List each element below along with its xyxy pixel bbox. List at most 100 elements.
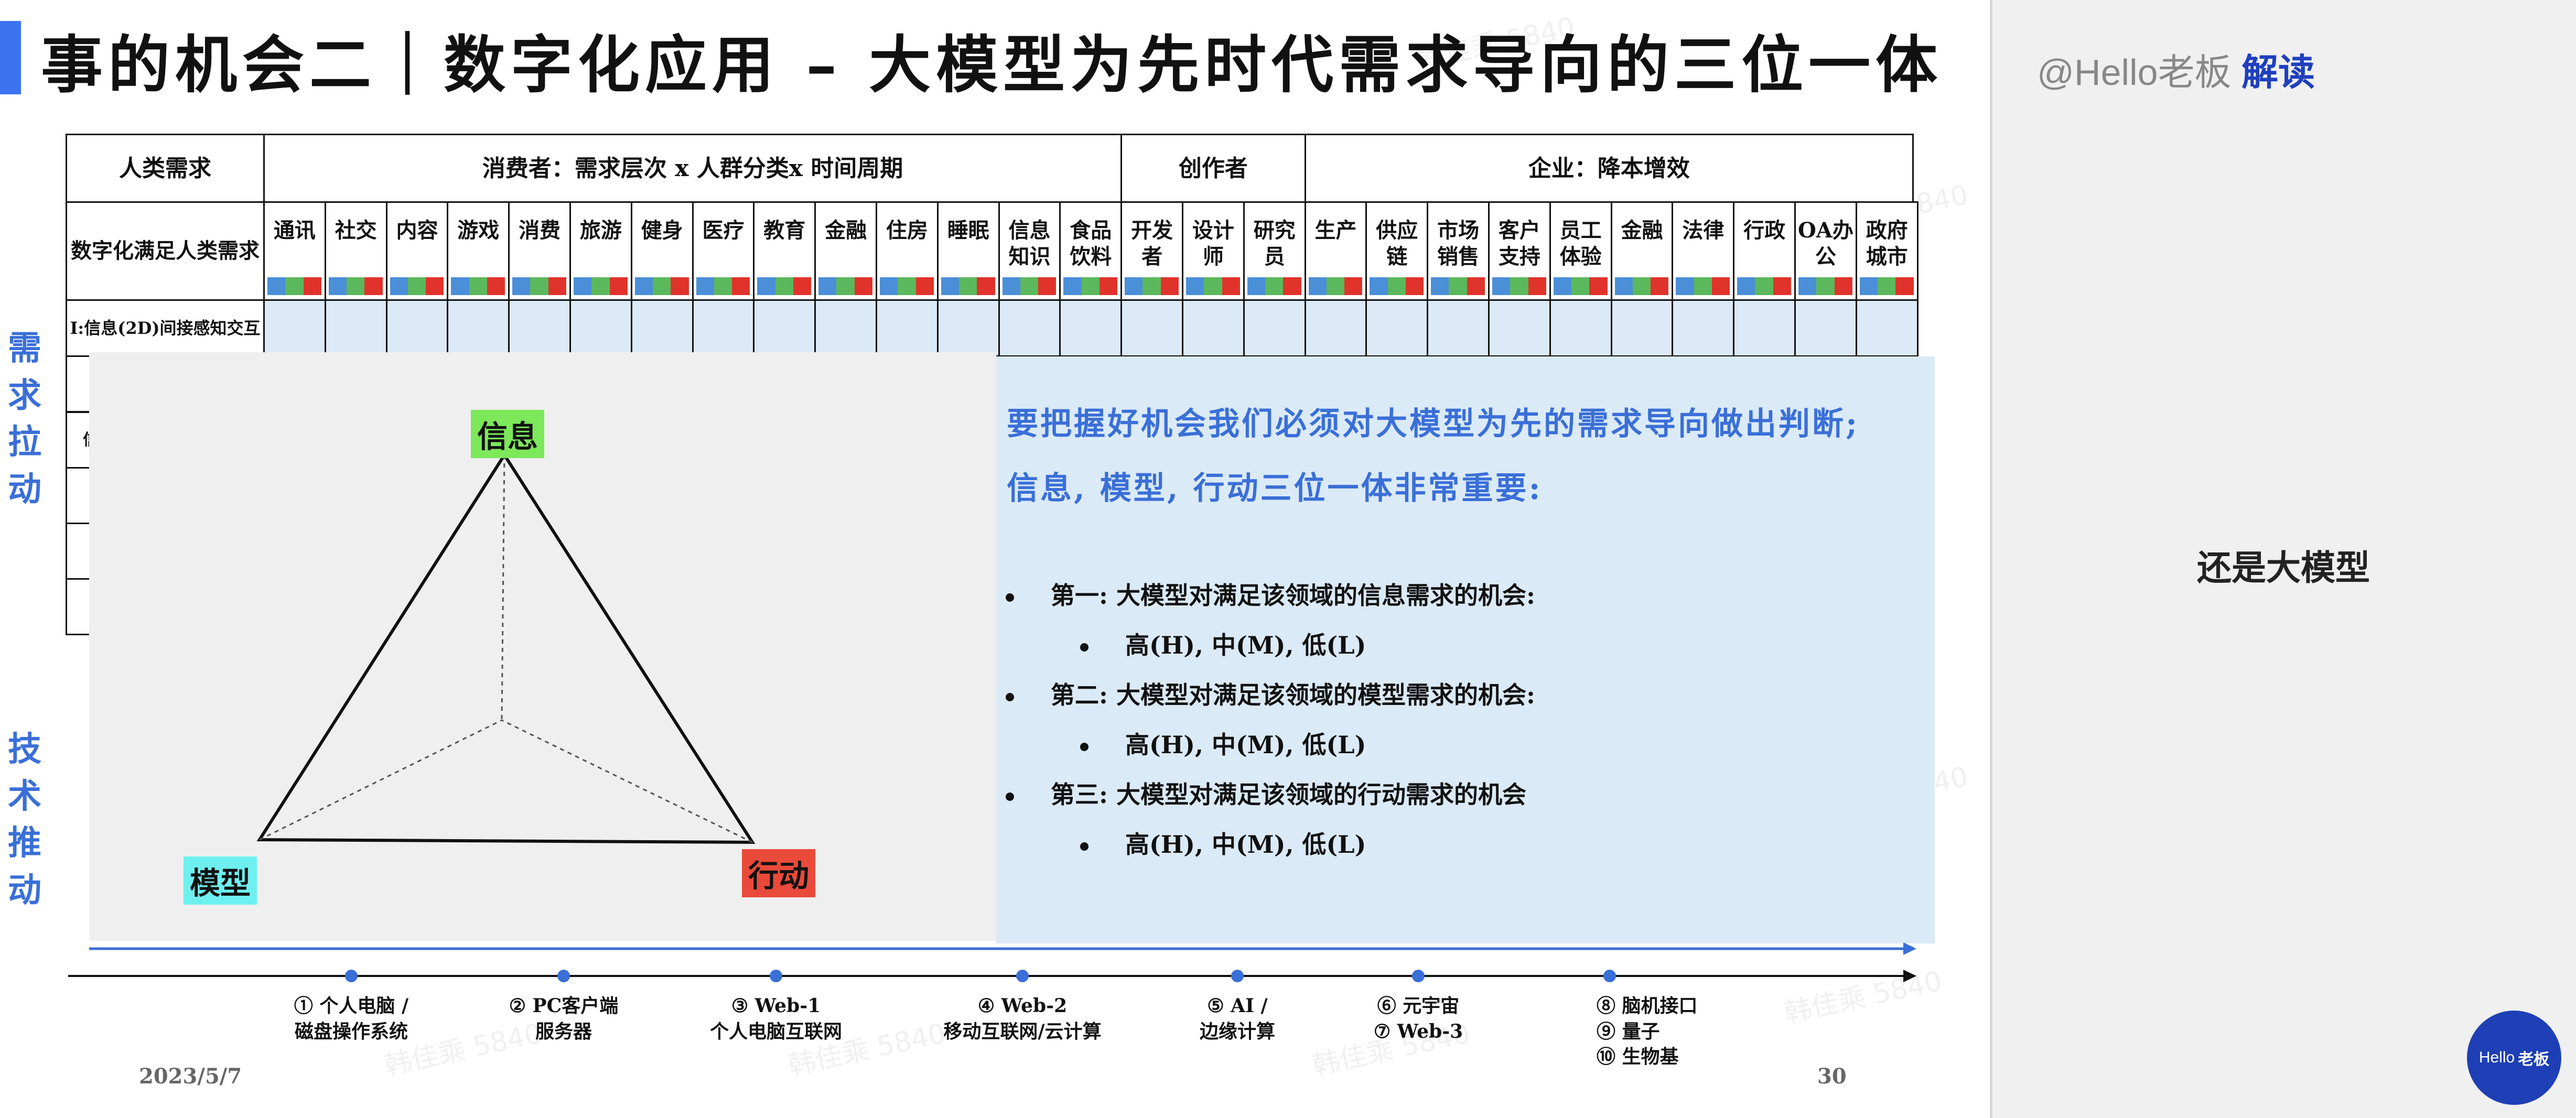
- color-segment: [1265, 277, 1284, 295]
- color-segment: [591, 277, 610, 295]
- timeline-dot: [770, 970, 782, 982]
- table-cell: [569, 299, 632, 357]
- column-color-bar: [512, 277, 566, 295]
- color-segment: [1755, 277, 1773, 295]
- color-segment: [347, 277, 365, 295]
- row-header-digital: 数字化满足人类需求: [66, 201, 265, 301]
- color-segment: [1528, 277, 1546, 295]
- color-segment: [1143, 277, 1161, 295]
- timeline-label: ② PC客户端服务器: [475, 993, 653, 1044]
- color-segment: [609, 277, 628, 295]
- color-segment: [1405, 277, 1424, 295]
- bullet-item-2: 第二: 大模型对满足该领域的模型需求的机会:: [1006, 676, 1535, 711]
- color-segment: [1344, 277, 1363, 295]
- color-segment: [1160, 277, 1179, 295]
- color-segment: [1492, 277, 1511, 295]
- color-segment: [714, 277, 732, 295]
- color-segment: [303, 277, 321, 295]
- timeline-label-line: ④ Web-2: [977, 995, 1068, 1017]
- column-color-bar: [1247, 277, 1301, 295]
- timeline-label-line: ⑨ 量子: [1597, 1020, 1660, 1043]
- timeline-dot: [1016, 970, 1029, 982]
- bullet-dot: [1080, 842, 1088, 851]
- color-segment: [1125, 277, 1143, 295]
- timeline-label: ⑤ AI /边缘计算: [1148, 993, 1327, 1044]
- table-cell: [876, 299, 939, 357]
- timeline-dot: [557, 970, 570, 982]
- color-segment: [836, 277, 855, 295]
- timeline-label-line: ⑥ 元宇宙: [1377, 995, 1460, 1017]
- timeline-label-line: ③ Web-1: [731, 995, 821, 1017]
- column-color-bar: [696, 277, 750, 295]
- bullet-sub-1: 高(H), 中(M), 低(L): [1080, 626, 1366, 661]
- column-color-bar: [1186, 277, 1240, 295]
- color-segment: [1632, 277, 1651, 295]
- color-segment: [696, 277, 714, 295]
- table-cell: [936, 299, 1000, 357]
- slide-title: 事的机会二｜数字化应用 – 大模型为先时代需求导向的三位一体: [41, 28, 1943, 101]
- color-segment: [1222, 277, 1240, 295]
- bullet-sub-3: 高(H), 中(M), 低(L): [1080, 826, 1366, 860]
- timeline-label-line: 磁盘操作系统: [294, 1020, 408, 1043]
- column-color-bar: [1614, 277, 1669, 295]
- table-cell: [1304, 299, 1367, 357]
- bullet-sub-2: 高(H), 中(M), 低(L): [1080, 726, 1366, 761]
- panel-line-2: 信息, 模型, 行动三位一体非常重要:: [1007, 470, 1543, 507]
- table-cell: [1733, 299, 1796, 357]
- color-segment: [407, 277, 426, 295]
- timeline-label-line: 移动互联网/云计算: [943, 1020, 1102, 1043]
- column-color-bar: [267, 277, 321, 295]
- bullet-dot: [1006, 793, 1014, 801]
- timeline-label-line: ⑧ 脑机接口: [1597, 995, 1698, 1017]
- table-cell: [1672, 299, 1735, 357]
- side-comment: 还是大模型: [2197, 547, 2370, 588]
- color-segment: [1326, 277, 1345, 295]
- handle-highlight: 解读: [2241, 52, 2315, 93]
- color-segment: [634, 277, 653, 295]
- color-segment: [487, 277, 505, 295]
- column-color-bar: [1737, 277, 1791, 295]
- table-cell: [1488, 299, 1551, 357]
- color-segment: [1467, 277, 1485, 295]
- column-color-bar: [1370, 277, 1424, 295]
- column-color-bar: [1553, 277, 1608, 295]
- column-color-bar: [634, 277, 689, 295]
- bullet-dot: [1080, 643, 1088, 652]
- table-cell: [1610, 299, 1674, 357]
- column-color-bar: [941, 277, 995, 295]
- table-cell: [1120, 299, 1183, 357]
- column-color-bar: [1431, 277, 1485, 295]
- color-segment: [915, 277, 934, 295]
- timeline-dot: [1603, 970, 1616, 982]
- color-segment: [364, 277, 383, 295]
- color-segment: [854, 277, 872, 295]
- column-color-bar: [1125, 277, 1179, 295]
- triangle-label-action: 行动: [742, 849, 816, 897]
- color-segment: [959, 277, 977, 295]
- header-creator: 创作者: [1120, 134, 1306, 203]
- table-cell: [692, 299, 755, 357]
- color-segment: [1308, 277, 1327, 295]
- color-segment: [1186, 277, 1204, 295]
- color-segment: [653, 277, 671, 295]
- column-color-bar: [328, 277, 383, 295]
- column-color-bar: [574, 277, 628, 295]
- color-segment: [267, 277, 286, 295]
- timeline-dot: [1231, 970, 1244, 982]
- triangle-dash-left: [259, 719, 502, 841]
- color-segment: [732, 277, 750, 295]
- color-segment: [1614, 277, 1633, 295]
- color-segment: [1510, 277, 1528, 295]
- table-cell: [630, 299, 694, 357]
- color-segment: [1247, 277, 1266, 295]
- side-label-demand-pull: 需求拉动: [8, 329, 41, 509]
- color-segment: [451, 277, 469, 295]
- timeline-dot: [1412, 970, 1425, 982]
- color-segment: [818, 277, 837, 295]
- color-segment: [1773, 277, 1791, 295]
- color-segment: [1651, 277, 1669, 295]
